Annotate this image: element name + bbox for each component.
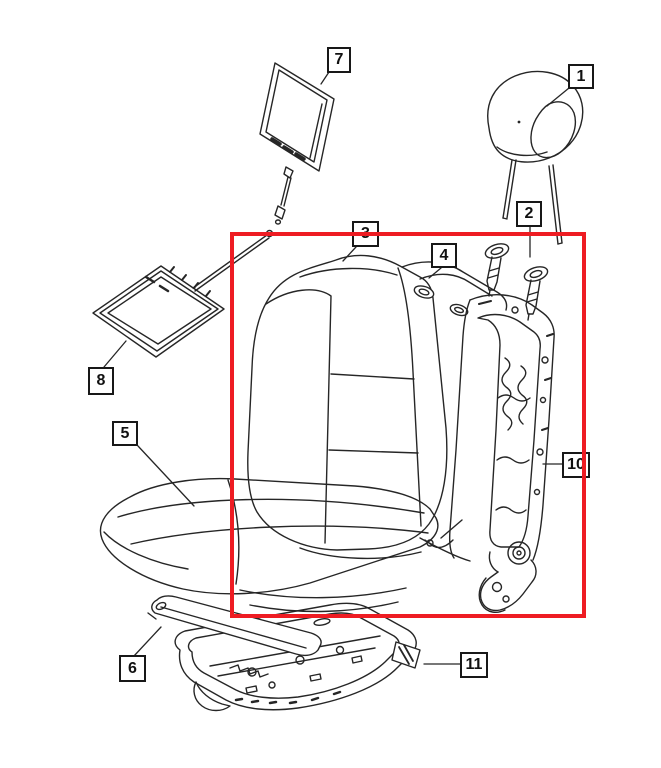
- seat-cushion: [99, 477, 439, 613]
- video-screen-panel: [259, 62, 335, 225]
- callout-4-label: 4: [439, 246, 449, 264]
- seat-back-panel: [92, 229, 274, 358]
- headrest-screws: [484, 243, 549, 321]
- callout-6[interactable]: 6: [119, 655, 146, 682]
- callout-10[interactable]: 10: [562, 452, 590, 478]
- callout-8-label: 8: [96, 372, 106, 389]
- callout-5[interactable]: 5: [112, 421, 138, 446]
- callout-11-label: 11: [465, 656, 483, 673]
- callout-10-label: 10: [567, 456, 585, 473]
- seat-adjuster-track: [174, 602, 421, 712]
- callout-5-label: 5: [120, 424, 130, 442]
- seat-back-cushion: [247, 254, 508, 560]
- callout-1[interactable]: 1: [568, 64, 594, 89]
- callout-1-label: 1: [576, 67, 586, 85]
- callout-3[interactable]: 3: [352, 221, 379, 247]
- callout-2[interactable]: 2: [516, 201, 542, 227]
- side-shield: [147, 595, 322, 657]
- headrest: [487, 70, 584, 245]
- callout-7-label: 7: [334, 51, 344, 68]
- callout-2-label: 2: [524, 205, 534, 222]
- callout-8[interactable]: 8: [88, 367, 114, 395]
- callout-6-label: 6: [128, 659, 137, 677]
- callout-4[interactable]: 4: [431, 243, 457, 268]
- seat-back-frame: [419, 294, 555, 613]
- callout-7[interactable]: 7: [327, 47, 351, 73]
- callout-11[interactable]: 11: [460, 652, 488, 678]
- callout-3-label: 3: [361, 225, 370, 242]
